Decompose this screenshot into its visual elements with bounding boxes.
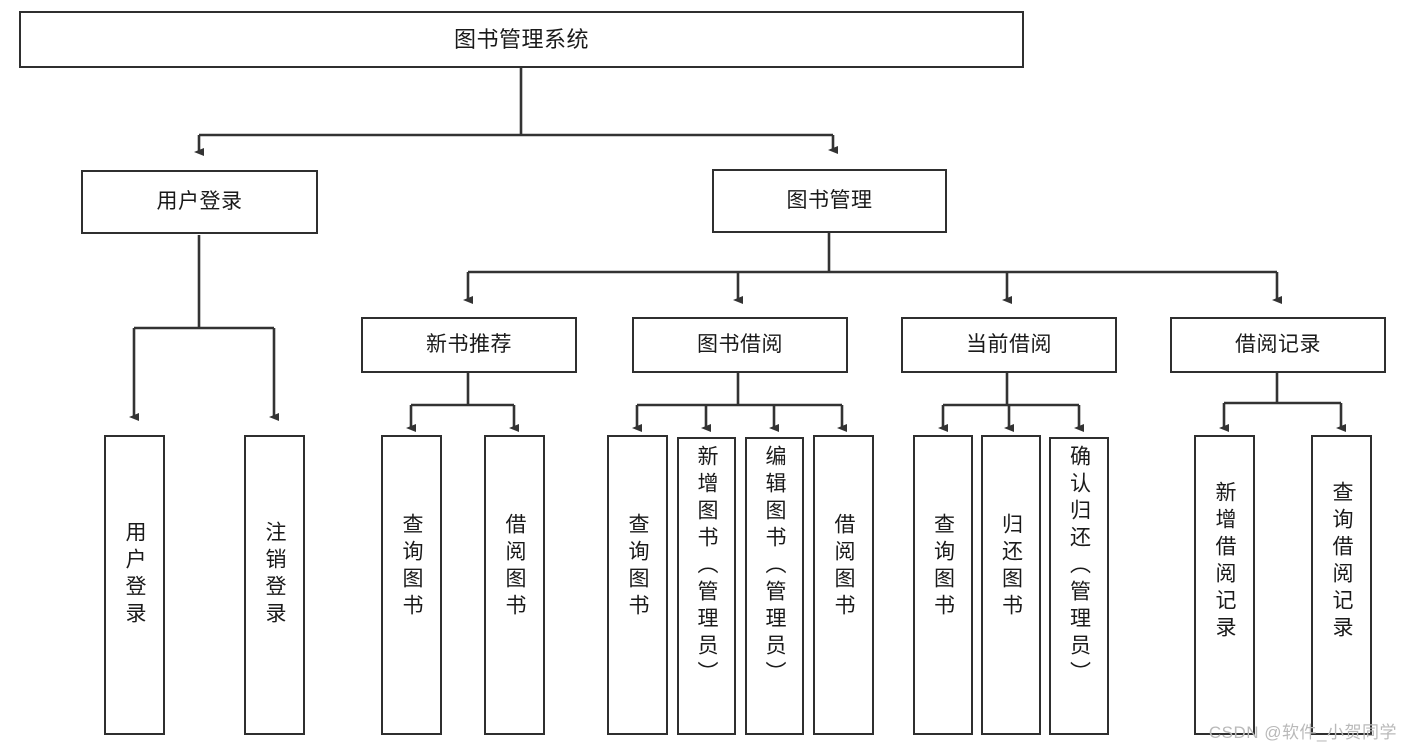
node-leaf-query-book-3-label: 查询图书 xyxy=(931,513,955,621)
node-new-book-recommend[interactable]: 新书推荐 xyxy=(361,317,577,373)
node-current-borrow[interactable]: 当前借阅 xyxy=(901,317,1117,373)
node-root-system-label: 图书管理系统 xyxy=(453,26,589,52)
node-leaf-confirm-return[interactable]: 确认归还（管理员） xyxy=(1049,437,1109,735)
node-book-management-label: 图书管理 xyxy=(786,188,873,212)
node-book-borrow[interactable]: 图书借阅 xyxy=(632,317,848,373)
node-root-system[interactable]: 图书管理系统 xyxy=(19,11,1024,68)
node-leaf-add-book-label: 新增图书（管理员） xyxy=(695,445,718,688)
node-leaf-query-book-2[interactable]: 查询图书 xyxy=(607,435,668,735)
node-borrow-record[interactable]: 借阅记录 xyxy=(1170,317,1386,373)
node-leaf-query-book-1[interactable]: 查询图书 xyxy=(381,435,442,735)
node-leaf-logout-login[interactable]: 注销登录 xyxy=(244,435,305,735)
node-leaf-edit-book[interactable]: 编辑图书（管理员） xyxy=(745,437,804,735)
node-leaf-add-record-label: 新增借阅记录 xyxy=(1213,481,1236,643)
node-leaf-return-book[interactable]: 归还图书 xyxy=(981,435,1041,735)
watermark-text: CSDN @软件_小贺同学 xyxy=(1208,723,1397,742)
node-leaf-query-record[interactable]: 查询借阅记录 xyxy=(1311,435,1372,735)
node-leaf-query-book-3[interactable]: 查询图书 xyxy=(913,435,973,735)
node-leaf-user-login[interactable]: 用户登录 xyxy=(104,435,165,735)
node-leaf-add-record[interactable]: 新增借阅记录 xyxy=(1194,435,1255,735)
node-user-login[interactable]: 用户登录 xyxy=(81,170,318,234)
node-new-book-recommend-label: 新书推荐 xyxy=(426,332,512,356)
node-leaf-user-login-label: 用户登录 xyxy=(123,521,146,629)
node-leaf-borrow-book-2-label: 借阅图书 xyxy=(832,513,855,621)
node-leaf-query-record-label: 查询借阅记录 xyxy=(1330,481,1353,643)
node-leaf-add-book[interactable]: 新增图书（管理员） xyxy=(677,437,736,735)
node-current-borrow-label: 当前借阅 xyxy=(966,332,1052,356)
node-leaf-borrow-book-1-label: 借阅图书 xyxy=(503,513,526,621)
node-leaf-borrow-book-2[interactable]: 借阅图书 xyxy=(813,435,874,735)
node-borrow-record-label: 借阅记录 xyxy=(1235,332,1321,356)
node-leaf-logout-login-label: 注销登录 xyxy=(263,521,286,629)
node-leaf-edit-book-label: 编辑图书（管理员） xyxy=(763,445,786,688)
node-leaf-query-book-2-label: 查询图书 xyxy=(626,513,649,621)
node-user-login-label: 用户登录 xyxy=(156,189,243,213)
node-leaf-query-book-1-label: 查询图书 xyxy=(400,513,423,621)
node-leaf-borrow-book-1[interactable]: 借阅图书 xyxy=(484,435,545,735)
node-leaf-return-book-label: 归还图书 xyxy=(999,513,1023,621)
node-book-management[interactable]: 图书管理 xyxy=(712,169,947,233)
node-leaf-confirm-return-label: 确认归还（管理员） xyxy=(1067,445,1091,688)
node-book-borrow-label: 图书借阅 xyxy=(697,332,783,356)
